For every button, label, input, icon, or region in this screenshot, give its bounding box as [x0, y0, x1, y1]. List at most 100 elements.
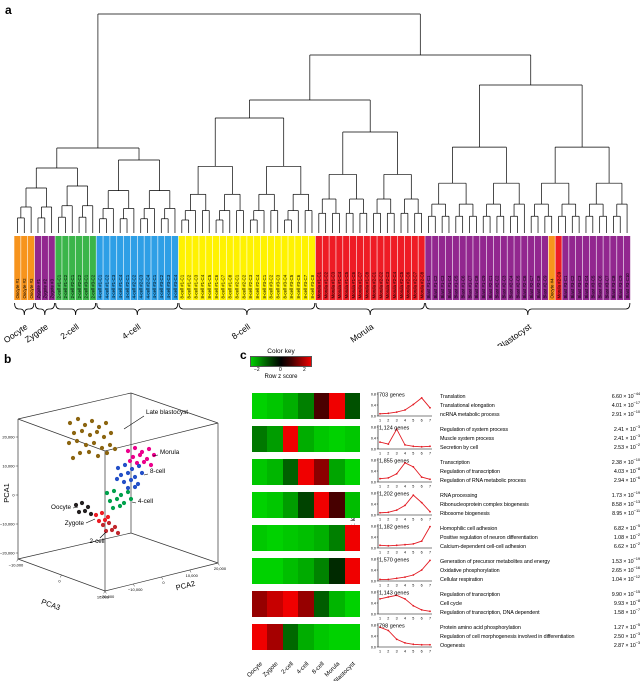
sample-label: 8-cell #1-C5 — [207, 274, 212, 298]
sample-color-cell — [302, 236, 309, 300]
pca1-tick-label: 10,000 — [2, 463, 15, 468]
sample-color-cell — [158, 236, 165, 300]
pca-point — [75, 416, 81, 422]
pca-point — [128, 477, 134, 483]
sample-color-cell — [171, 236, 179, 300]
spark-tick-label: 0.4 — [371, 403, 376, 407]
sample-color-cell — [432, 236, 439, 300]
pca-point — [74, 438, 80, 444]
expression-point — [412, 574, 415, 576]
expression-point — [412, 403, 415, 406]
go-term: Muscle system process — [440, 435, 494, 442]
spark-tick-label: 0.4 — [371, 436, 376, 440]
sample-color-cell — [569, 236, 576, 300]
go-term-line: Generation of precursor metabolites and … — [440, 557, 640, 567]
spark-tick-label: 3 — [396, 551, 398, 555]
sample-color-cell — [55, 236, 62, 300]
go-term: Homophilic cell adhesion — [440, 526, 498, 532]
heatmap-cell — [252, 426, 268, 452]
sample-label: 8-cell #3-C5 — [289, 274, 294, 298]
group-label: 4-cell — [120, 321, 142, 341]
expression-point — [429, 478, 431, 481]
expression-point — [412, 466, 415, 468]
sample-label: Blast #1-C6 — [460, 275, 465, 298]
heatmap-cell — [329, 624, 345, 650]
p-value: 9.93 × 10−8 — [613, 598, 640, 607]
pca2-tick — [133, 583, 135, 587]
spark-tick-label: 4 — [404, 650, 406, 654]
sample-color-cell — [199, 236, 206, 300]
spark-tick-label: 5 — [412, 518, 414, 522]
sample-color-cell — [363, 236, 370, 300]
gene-count: 1,202 genes — [379, 492, 410, 498]
sample-label: 4-cell #3-C2 — [159, 274, 164, 298]
spark-tick-label: 1 — [379, 452, 381, 456]
heatmap-cell — [282, 393, 299, 419]
group-label: Zygote — [23, 321, 50, 344]
pca-point — [96, 424, 102, 430]
gene-count: 1,182 genes — [379, 525, 410, 531]
spark-tick-label: 0.8 — [371, 590, 376, 594]
spark-tick-label: 0.8 — [371, 623, 376, 627]
sample-label: Morula #2-C5 — [399, 271, 404, 298]
expression-point — [379, 412, 381, 415]
heatmap-cell — [267, 591, 283, 617]
p-value: 2.53 × 10−2 — [613, 441, 640, 451]
pca-point — [114, 476, 120, 482]
pca-point — [79, 428, 85, 434]
sample-label: 4-cell #2-C3 — [139, 274, 144, 298]
sample-label: Morula #2-C7 — [413, 271, 418, 298]
pca3-tick — [59, 574, 62, 578]
sample-color-cell — [336, 236, 343, 300]
sample-color-cell — [582, 236, 590, 300]
pca-point — [66, 440, 72, 446]
pca-cluster-label: 2-cell — [89, 538, 104, 545]
spark-tick-label: 1 — [379, 584, 381, 588]
sample-label: Oocyte #2 — [22, 278, 27, 299]
spark-tick-label: 2 — [387, 584, 389, 588]
sample-label: Blast #2-C9 — [543, 275, 548, 298]
color-key-subtitle: Row z score — [264, 374, 298, 380]
cluster-leader-line — [72, 506, 79, 509]
pca-point — [77, 450, 83, 456]
sample-color-cell — [377, 236, 384, 300]
p-value: 8.95 × 10−11 — [612, 507, 640, 517]
pca3-tick-label: 10,000 — [97, 595, 110, 600]
heatmap-cell — [313, 591, 330, 617]
expression-point — [395, 544, 398, 547]
heatmap-cell — [344, 624, 360, 650]
stage-label: 4-cell — [296, 661, 310, 675]
expression-point — [379, 441, 381, 443]
sample-color-cell — [425, 236, 432, 300]
expression-point — [429, 610, 431, 613]
spark-tick-label: 0.0 — [371, 414, 376, 418]
heatmap-cell — [313, 459, 330, 485]
heatmap-cell — [313, 426, 330, 452]
expression-point — [420, 397, 423, 399]
pca-point — [103, 528, 109, 534]
spark-tick-label: 5 — [412, 650, 414, 654]
expression-point — [395, 428, 398, 431]
expression-point — [420, 445, 423, 448]
spark-tick-label: 6 — [421, 617, 423, 621]
sample-label: Blast #1-C8 — [474, 275, 479, 298]
heatmap-cell — [313, 492, 330, 518]
sample-color-cell — [240, 236, 247, 300]
sample-color-cell — [34, 236, 42, 300]
sample-color-cell — [89, 236, 96, 300]
p-value: 2.41 × 10−3 — [613, 424, 640, 433]
spark-tick-label: 0.8 — [371, 557, 376, 561]
p-value: 1.58 × 10−7 — [613, 606, 640, 616]
sample-color-cell — [349, 236, 357, 300]
spark-tick-label: 4 — [404, 419, 406, 423]
sample-color-cell — [439, 236, 446, 300]
spark-tick-label: 0.0 — [371, 546, 376, 550]
p-value: 2.94 × 10−6 — [613, 474, 640, 484]
sample-label: 4-cell #3-C1 — [152, 274, 157, 298]
